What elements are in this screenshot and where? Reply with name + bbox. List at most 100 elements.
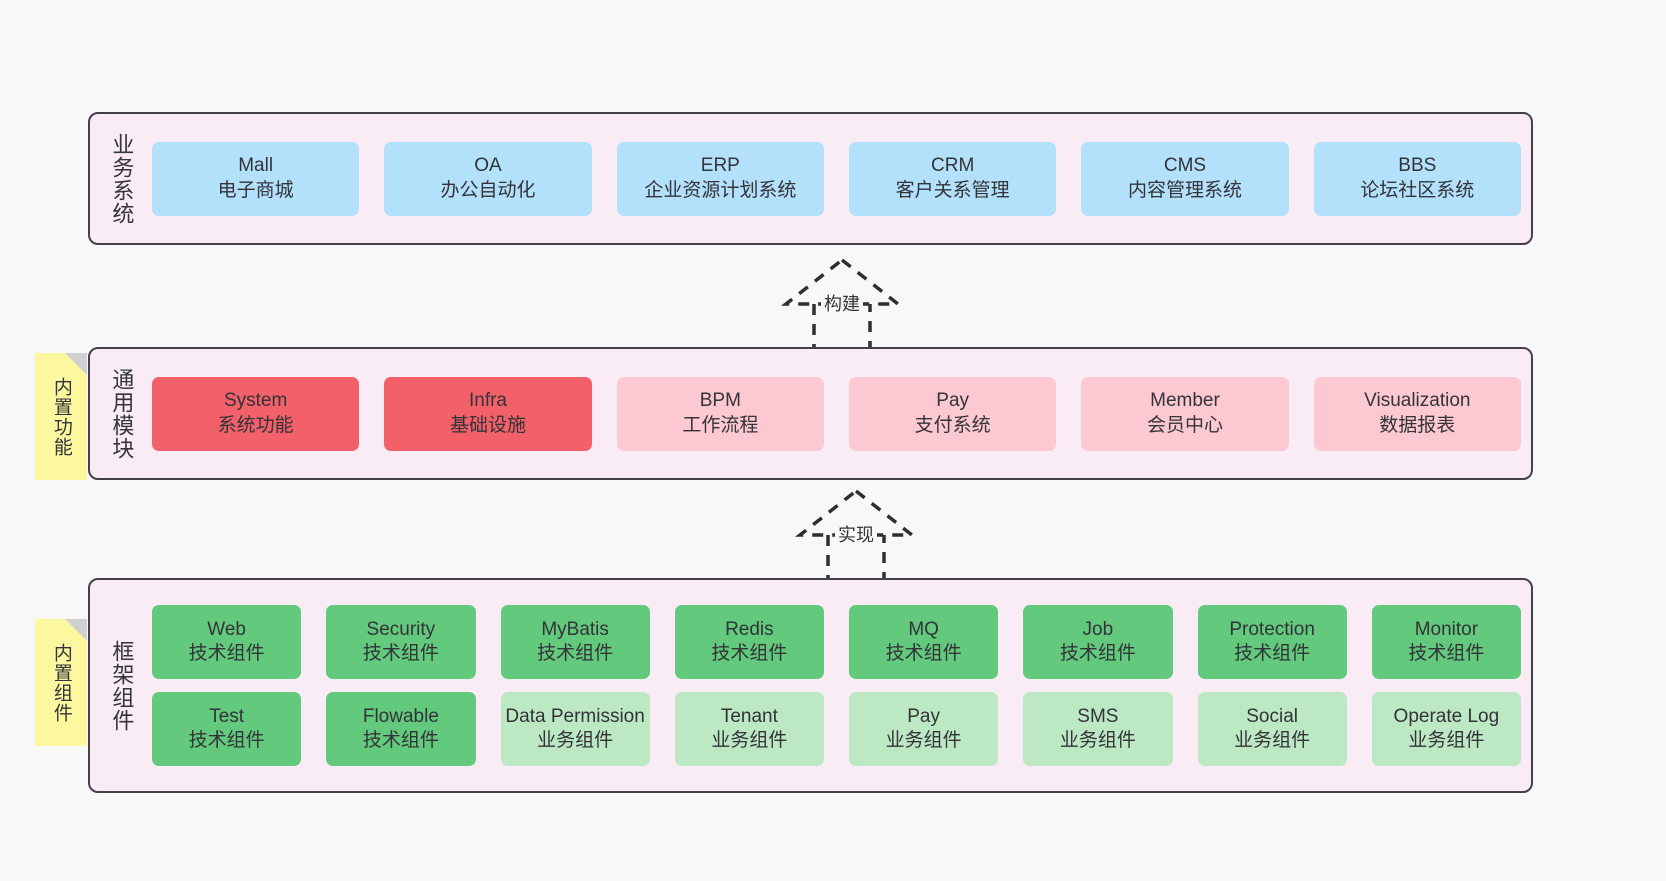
node-title: CRM bbox=[931, 155, 975, 177]
node-title: Visualization bbox=[1364, 390, 1471, 412]
node-redis[interactable]: Redis 技术组件 bbox=[674, 605, 824, 679]
node-flowable[interactable]: Flowable 技术组件 bbox=[326, 692, 476, 766]
node-bpm[interactable]: BPM 工作流程 bbox=[616, 376, 824, 451]
node-infra[interactable]: Infra 基础设施 bbox=[384, 376, 592, 451]
layer-row: Test 技术组件 Flowable 技术组件 Data Permission … bbox=[152, 692, 1521, 766]
node-title: Operate Log bbox=[1393, 705, 1500, 727]
node-subtitle: 工作流程 bbox=[682, 414, 759, 436]
node-pay-component[interactable]: Pay 业务组件 bbox=[849, 692, 999, 766]
node-subtitle: 内容管理系统 bbox=[1127, 179, 1242, 201]
node-subtitle: 技术组件 bbox=[362, 730, 439, 751]
node-title: Web bbox=[207, 618, 246, 640]
node-bbs[interactable]: BBS 论坛社区系统 bbox=[1313, 141, 1521, 216]
layer-title-framework-components: 框架组件 bbox=[109, 639, 135, 732]
connector-label-realize: 实现 bbox=[835, 521, 877, 547]
node-monitor[interactable]: Monitor 技术组件 bbox=[1371, 605, 1521, 679]
node-web[interactable]: Web 技术组件 bbox=[152, 605, 302, 679]
node-protection[interactable]: Protection 技术组件 bbox=[1197, 605, 1347, 679]
layer-body-business-system: Mall 电子商城 OA 办公自动化 ERP 企业资源计划系统 CRM 客户关系… bbox=[142, 122, 1521, 235]
layer-framework-components: 框架组件 Web 技术组件 Security 技术组件 MyBatis 技术组件… bbox=[88, 578, 1533, 793]
node-subtitle: 电子商城 bbox=[217, 179, 294, 201]
node-subtitle: 业务组件 bbox=[1408, 730, 1485, 751]
node-title: Protection bbox=[1229, 618, 1315, 640]
node-crm[interactable]: CRM 客户关系管理 bbox=[848, 141, 1057, 216]
node-title: Redis bbox=[725, 618, 774, 640]
node-title: Member bbox=[1150, 390, 1220, 412]
node-subtitle: 技术组件 bbox=[1408, 643, 1485, 664]
node-subtitle: 技术组件 bbox=[362, 643, 439, 664]
node-subtitle: 技术组件 bbox=[1234, 643, 1311, 664]
node-title: Pay bbox=[907, 705, 940, 727]
node-mall[interactable]: Mall 电子商城 bbox=[152, 141, 360, 216]
node-subtitle: 客户关系管理 bbox=[895, 179, 1010, 201]
node-subtitle: 数据报表 bbox=[1379, 414, 1456, 436]
node-title: Test bbox=[209, 705, 245, 727]
note-label: 内置组件 bbox=[50, 642, 72, 723]
node-social[interactable]: Social 业务组件 bbox=[1197, 692, 1347, 766]
node-subtitle: 业务组件 bbox=[885, 730, 962, 751]
node-subtitle: 系统功能 bbox=[217, 414, 294, 436]
node-title: Data Permission bbox=[505, 705, 645, 727]
node-title: OA bbox=[474, 155, 502, 177]
note-builtin-components: 内置组件 bbox=[35, 619, 87, 746]
node-system[interactable]: System 系统功能 bbox=[152, 376, 360, 451]
node-test[interactable]: Test 技术组件 bbox=[152, 692, 302, 766]
layer-body-common-modules: System 系统功能 Infra 基础设施 BPM 工作流程 Pay 支付系统… bbox=[142, 357, 1521, 470]
node-subtitle: 业务组件 bbox=[1059, 730, 1136, 751]
node-operate-log[interactable]: Operate Log 业务组件 bbox=[1371, 692, 1521, 766]
node-subtitle: 技术组件 bbox=[885, 643, 962, 664]
node-title: BPM bbox=[699, 390, 741, 412]
node-subtitle: 技术组件 bbox=[188, 643, 265, 664]
node-subtitle: 技术组件 bbox=[711, 643, 788, 664]
node-member[interactable]: Member 会员中心 bbox=[1081, 376, 1289, 451]
node-title: Infra bbox=[468, 390, 507, 412]
node-title: ERP bbox=[700, 155, 740, 177]
node-sms[interactable]: SMS 业务组件 bbox=[1023, 692, 1173, 766]
layer-title-business-system: 业务系统 bbox=[109, 132, 135, 225]
node-security[interactable]: Security 技术组件 bbox=[326, 605, 476, 679]
node-mybatis[interactable]: MyBatis 技术组件 bbox=[500, 605, 650, 679]
layer-body-framework-components: Web 技术组件 Security 技术组件 MyBatis 技术组件 Redi… bbox=[142, 588, 1521, 783]
node-title: Security bbox=[366, 618, 436, 640]
layer-row: Web 技术组件 Security 技术组件 MyBatis 技术组件 Redi… bbox=[152, 605, 1521, 679]
node-subtitle: 会员中心 bbox=[1146, 414, 1223, 436]
layer-row: System 系统功能 Infra 基础设施 BPM 工作流程 Pay 支付系统… bbox=[152, 376, 1521, 451]
node-title: CMS bbox=[1163, 155, 1207, 177]
node-erp[interactable]: ERP 企业资源计划系统 bbox=[616, 141, 824, 216]
node-title: Mall bbox=[238, 155, 274, 177]
node-subtitle: 技术组件 bbox=[188, 730, 265, 751]
connector-build: 构建 bbox=[752, 254, 932, 356]
node-pay-module[interactable]: Pay 支付系统 bbox=[848, 376, 1057, 451]
node-subtitle: 企业资源计划系统 bbox=[644, 179, 797, 201]
node-title: Flowable bbox=[362, 705, 439, 727]
node-title: Tenant bbox=[720, 705, 778, 727]
node-subtitle: 业务组件 bbox=[1234, 730, 1311, 751]
node-title: Monitor bbox=[1414, 618, 1479, 640]
node-title: MQ bbox=[908, 618, 939, 640]
layer-title-common-modules: 通用模块 bbox=[109, 367, 135, 460]
layer-business-system: 业务系统 Mall 电子商城 OA 办公自动化 ERP 企业资源计划系统 CRM… bbox=[88, 112, 1533, 245]
note-label: 内置功能 bbox=[50, 376, 72, 457]
node-visualization[interactable]: Visualization 数据报表 bbox=[1313, 376, 1521, 451]
node-title: SMS bbox=[1077, 705, 1119, 727]
node-oa[interactable]: OA 办公自动化 bbox=[384, 141, 592, 216]
node-title: Social bbox=[1246, 705, 1298, 727]
node-subtitle: 基础设施 bbox=[449, 414, 526, 436]
node-subtitle: 技术组件 bbox=[537, 643, 614, 664]
node-subtitle: 支付系统 bbox=[914, 414, 991, 436]
node-job[interactable]: Job 技术组件 bbox=[1023, 605, 1173, 679]
node-tenant[interactable]: Tenant 业务组件 bbox=[674, 692, 824, 766]
node-mq[interactable]: MQ 技术组件 bbox=[849, 605, 999, 679]
connector-label-build: 构建 bbox=[821, 290, 863, 316]
node-title: MyBatis bbox=[541, 618, 609, 640]
node-subtitle: 业务组件 bbox=[537, 730, 614, 751]
note-builtin-functions: 内置功能 bbox=[35, 353, 87, 480]
layer-common-modules: 通用模块 System 系统功能 Infra 基础设施 BPM 工作流程 Pay… bbox=[88, 347, 1533, 480]
node-title: Job bbox=[1082, 618, 1114, 640]
node-cms[interactable]: CMS 内容管理系统 bbox=[1081, 141, 1289, 216]
node-subtitle: 办公自动化 bbox=[440, 179, 536, 201]
connector-realize: 实现 bbox=[766, 485, 946, 587]
node-title: System bbox=[223, 390, 288, 412]
node-data-permission[interactable]: Data Permission 业务组件 bbox=[500, 692, 650, 766]
